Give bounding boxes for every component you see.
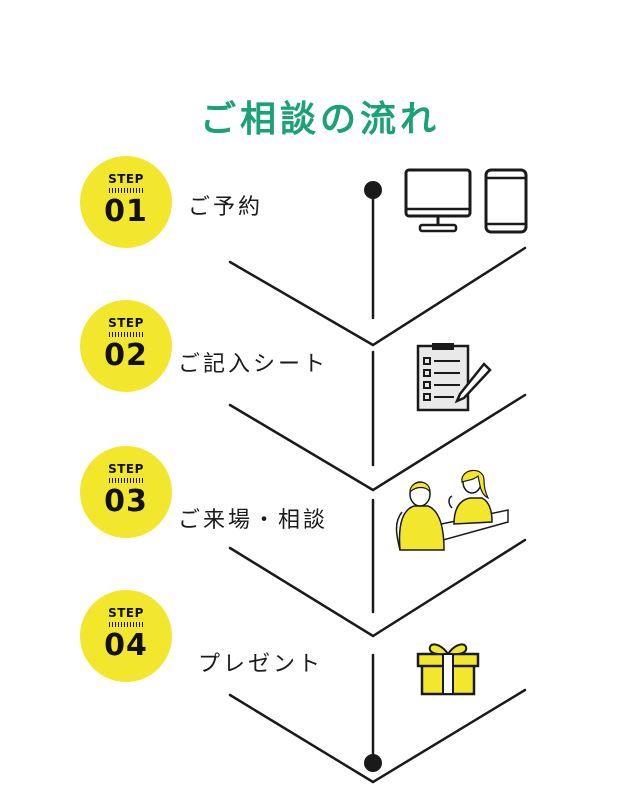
step-badge-label: STEP bbox=[108, 316, 144, 330]
step-badge-02: STEP 02 bbox=[80, 300, 172, 392]
flow-start-dot bbox=[364, 181, 382, 199]
step-badge-ticks bbox=[109, 622, 143, 627]
step-badge-ticks bbox=[109, 478, 143, 483]
step-badge-label: STEP bbox=[108, 606, 144, 620]
step-label-reservation: ご予約 bbox=[188, 195, 264, 220]
consultation-illustration bbox=[395, 469, 509, 551]
flow-chevron-2 bbox=[228, 393, 527, 492]
flow-end-dot bbox=[364, 754, 382, 772]
step-label-present: プレゼント bbox=[198, 652, 324, 677]
gift-box-icon bbox=[416, 643, 480, 696]
step-badge-ticks bbox=[109, 332, 143, 337]
clipboard-form-icon bbox=[416, 343, 492, 412]
step-number: 03 bbox=[104, 484, 148, 519]
step-badge-01: STEP 01 bbox=[80, 156, 172, 248]
flow-chevron-3 bbox=[228, 538, 527, 638]
step-badge-ticks bbox=[109, 188, 143, 193]
flow-chevron-1 bbox=[228, 246, 527, 347]
page-title: ご相談の流れ bbox=[199, 99, 440, 141]
step-badge-04: STEP 04 bbox=[80, 590, 172, 682]
step-number: 02 bbox=[104, 338, 148, 373]
step-number: 01 bbox=[104, 194, 148, 229]
step-badge-03: STEP 03 bbox=[80, 446, 172, 538]
step-badge-label: STEP bbox=[108, 462, 144, 476]
step-badge-label: STEP bbox=[108, 172, 144, 186]
step-label-visit-consultation: ご来場・相談 bbox=[178, 508, 329, 533]
step-label-entry-sheet: ご記入シート bbox=[178, 352, 329, 377]
flow-chevron-4 bbox=[228, 688, 527, 784]
step-number: 04 bbox=[104, 628, 148, 663]
monitor-and-tablet-icon bbox=[404, 168, 528, 234]
